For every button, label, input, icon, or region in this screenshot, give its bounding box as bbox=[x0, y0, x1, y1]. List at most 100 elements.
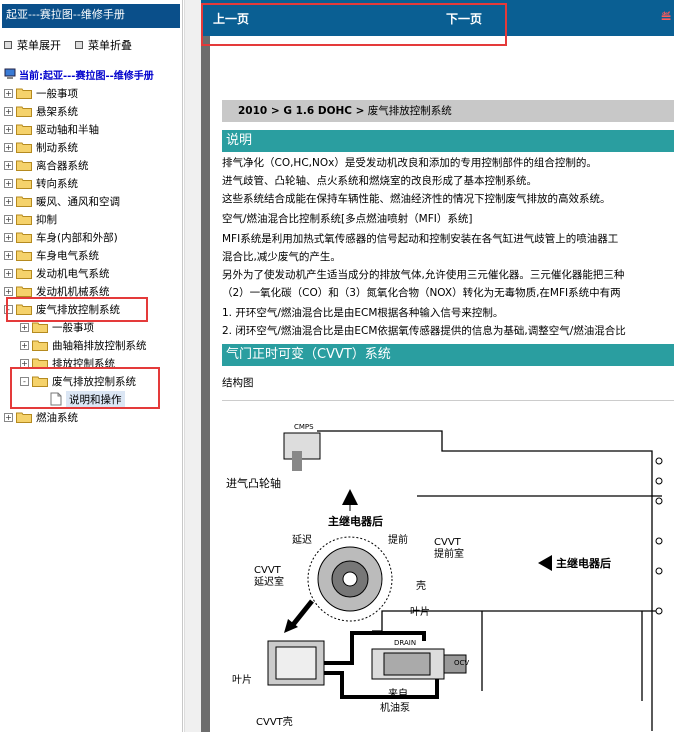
expand-toggle-icon[interactable]: + bbox=[4, 250, 13, 260]
tree-item[interactable]: + 悬架系统 bbox=[4, 102, 78, 120]
expand-toggle-icon[interactable]: - bbox=[20, 376, 29, 386]
tree-item[interactable]: +抑制 bbox=[4, 210, 57, 228]
menu-expand-button[interactable]: 菜单展开 bbox=[4, 36, 61, 54]
current-book[interactable]: 当前:起亚---赛拉图--维修手册 bbox=[0, 54, 182, 84]
collapse-icon bbox=[75, 41, 83, 49]
computer-icon bbox=[4, 68, 16, 79]
folder-icon bbox=[16, 141, 32, 153]
tree-item-label: 车身电气系统 bbox=[36, 249, 99, 262]
folder-icon bbox=[16, 267, 32, 279]
tree-item-label: 悬架系统 bbox=[36, 105, 78, 118]
expand-toggle-icon[interactable]: + bbox=[4, 178, 13, 188]
expand-toggle-icon[interactable]: + bbox=[4, 88, 13, 98]
description-line: MFI系统是利用加热式氧传感器的信号起动和控制安装在各气缸进气歧管上的喷油器工 bbox=[222, 233, 619, 245]
drain-label: DRAIN bbox=[394, 639, 416, 647]
expand-toggle-icon[interactable]: + bbox=[4, 160, 13, 170]
tree-item[interactable]: +制动系统 bbox=[4, 138, 78, 156]
tree-item[interactable]: +一般事项 bbox=[20, 318, 94, 336]
tree-item[interactable]: +驱动轴和半轴 bbox=[4, 120, 99, 138]
description-line: 这些系统结合成能在保持车辆性能、燃油经济性的情况下控制废气排放的高效系统。 bbox=[222, 193, 611, 205]
breadcrumb: 2010 > G 1.6 DOHC > 废气排放控制系统 bbox=[222, 100, 674, 122]
expand-toggle-icon[interactable]: + bbox=[4, 124, 13, 134]
folder-icon bbox=[16, 303, 32, 315]
tree-item[interactable]: + 离合器系统 bbox=[4, 156, 89, 174]
menu-collapse-button[interactable]: 菜单折叠 bbox=[75, 36, 132, 54]
description-line: 1. 开环空气/燃油混合比是由ECM根据各种输入信号来控制。 bbox=[222, 307, 504, 319]
from-label: 来自 bbox=[388, 687, 408, 700]
folder-icon bbox=[16, 177, 32, 189]
expand-toggle-icon[interactable]: + bbox=[20, 322, 29, 332]
intake-cam-label: 进气凸轮轴 bbox=[226, 476, 281, 490]
expand-toggle-icon[interactable]: + bbox=[4, 286, 13, 296]
main-relay-label-1: 主继电器后 bbox=[328, 514, 383, 528]
tree-item[interactable]: - 废气排放控制系统 bbox=[4, 300, 120, 318]
expand-toggle-icon[interactable]: + bbox=[4, 142, 13, 152]
tree-item[interactable]: + 排放控制系统 bbox=[20, 354, 115, 372]
cmps-label: CMPS bbox=[294, 423, 314, 431]
expand-toggle-icon[interactable]: - bbox=[4, 304, 13, 314]
folder-icon bbox=[16, 231, 32, 243]
document-icon bbox=[50, 392, 62, 406]
expand-toggle-icon[interactable]: + bbox=[20, 340, 29, 350]
tree-item-label: 一般事项 bbox=[36, 87, 78, 100]
cvvt-diagram-svg: CMPS 进气凸轮轴 主继电器后 主继电器后 延迟 提前 CVVT 提前室 CV… bbox=[226, 423, 663, 731]
description-line: 混合比,减少废气的产生。 bbox=[222, 251, 341, 263]
prev-page-button[interactable]: 上一页 bbox=[213, 12, 250, 26]
expand-toggle-icon[interactable]: + bbox=[4, 268, 13, 278]
cvvt-adv-label-1: CVVT bbox=[434, 537, 462, 548]
expand-toggle-icon[interactable]: + bbox=[20, 358, 29, 368]
advance-label: 提前 bbox=[388, 533, 408, 546]
sidebar-scrollbar[interactable] bbox=[184, 0, 201, 732]
tree-item[interactable]: -废气排放控制系统 bbox=[20, 372, 136, 390]
expand-toggle-icon[interactable]: + bbox=[4, 232, 13, 242]
oil-pump-label: 机油泵 bbox=[380, 701, 410, 714]
tree-item-label: 废气排放控制系统 bbox=[36, 303, 120, 316]
tree-item[interactable]: + 曲轴箱排放控制系统 bbox=[20, 336, 147, 354]
sidebar-toolbar: 菜单展开 菜单折叠 bbox=[0, 28, 182, 54]
expand-toggle-icon[interactable]: + bbox=[4, 106, 13, 116]
expand-toggle-icon[interactable]: + bbox=[4, 412, 13, 422]
tree-item[interactable]: + 一般事项 bbox=[4, 84, 78, 102]
section-header-cvvt: 气门正时可变（CVVT）系统 bbox=[222, 344, 674, 366]
tree-item-label: 曲轴箱排放控制系统 bbox=[52, 339, 147, 352]
top-nav-bar: 上一页 下一页 ≝ bbox=[201, 0, 674, 36]
cvvt-ret-label-1: CVVT bbox=[254, 565, 282, 576]
cvvt-adv-label-2: 提前室 bbox=[434, 547, 464, 560]
expand-toggle-icon[interactable]: + bbox=[4, 214, 13, 224]
tree-item[interactable]: + 转向系统 bbox=[4, 174, 78, 192]
folder-icon bbox=[32, 375, 48, 387]
print-icon[interactable]: ≝ bbox=[660, 10, 672, 26]
main-relay-label-2: 主继电器后 bbox=[556, 556, 611, 570]
main-panel: 上一页 下一页 ≝ 2010 > G 1.6 DOHC > 废气排放控制系统 说… bbox=[201, 0, 674, 732]
expand-icon bbox=[4, 41, 12, 49]
tree-item-label: 转向系统 bbox=[36, 177, 78, 190]
cvvt-shell-label: CVVT壳 bbox=[256, 715, 293, 728]
tree-item-label: 离合器系统 bbox=[36, 159, 89, 172]
folder-icon bbox=[16, 159, 32, 171]
tree-item-label: 排放控制系统 bbox=[52, 357, 115, 370]
expand-toggle-icon[interactable]: + bbox=[4, 196, 13, 206]
shell-label: 壳 bbox=[416, 579, 426, 592]
vane-label-1: 叶片 bbox=[410, 605, 430, 618]
tree-item[interactable]: + 车身(内部和外部) bbox=[4, 228, 118, 246]
description-line: （2）一氧化碳（CO）和（3）氮氧化合物（NOX）转化为无毒物质,在MFI系统中… bbox=[222, 287, 621, 299]
tree-item[interactable]: +发动机电气系统 bbox=[4, 264, 110, 282]
tree-item-label: 车身(内部和外部) bbox=[36, 231, 118, 244]
next-page-button[interactable]: 下一页 bbox=[446, 12, 483, 26]
folder-icon bbox=[32, 357, 48, 369]
tree-item-label: 暖风、通风和空调 bbox=[36, 195, 120, 208]
folder-icon bbox=[16, 411, 32, 423]
tree-item[interactable]: +发动机机械系统 bbox=[4, 282, 110, 300]
folder-icon bbox=[32, 339, 48, 351]
tree-item[interactable]: 说明和操作 bbox=[38, 390, 125, 408]
folder-icon bbox=[32, 321, 48, 333]
tree-item[interactable]: +燃油系统 bbox=[4, 408, 78, 426]
description-line: 2. 闭环空气/燃油混合比是由ECM依据氧传感器提供的信息为基础,调整空气/燃油… bbox=[222, 325, 626, 337]
tree-item[interactable]: + 暖风、通风和空调 bbox=[4, 192, 120, 210]
section-header-description: 说明 bbox=[222, 130, 674, 152]
sidebar-panel: 起亚---赛拉图--维修手册 菜单展开 菜单折叠 当前:起亚---赛拉图--维修… bbox=[0, 0, 183, 732]
description-line: 排气净化（CO,HC,NOx）是受发动机改良和添加的专用控制部件的组合控制的。 bbox=[222, 157, 597, 169]
tree-item[interactable]: + 车身电气系统 bbox=[4, 246, 99, 264]
folder-icon bbox=[16, 105, 32, 117]
sidebar-title: 起亚---赛拉图--维修手册 bbox=[2, 4, 180, 28]
